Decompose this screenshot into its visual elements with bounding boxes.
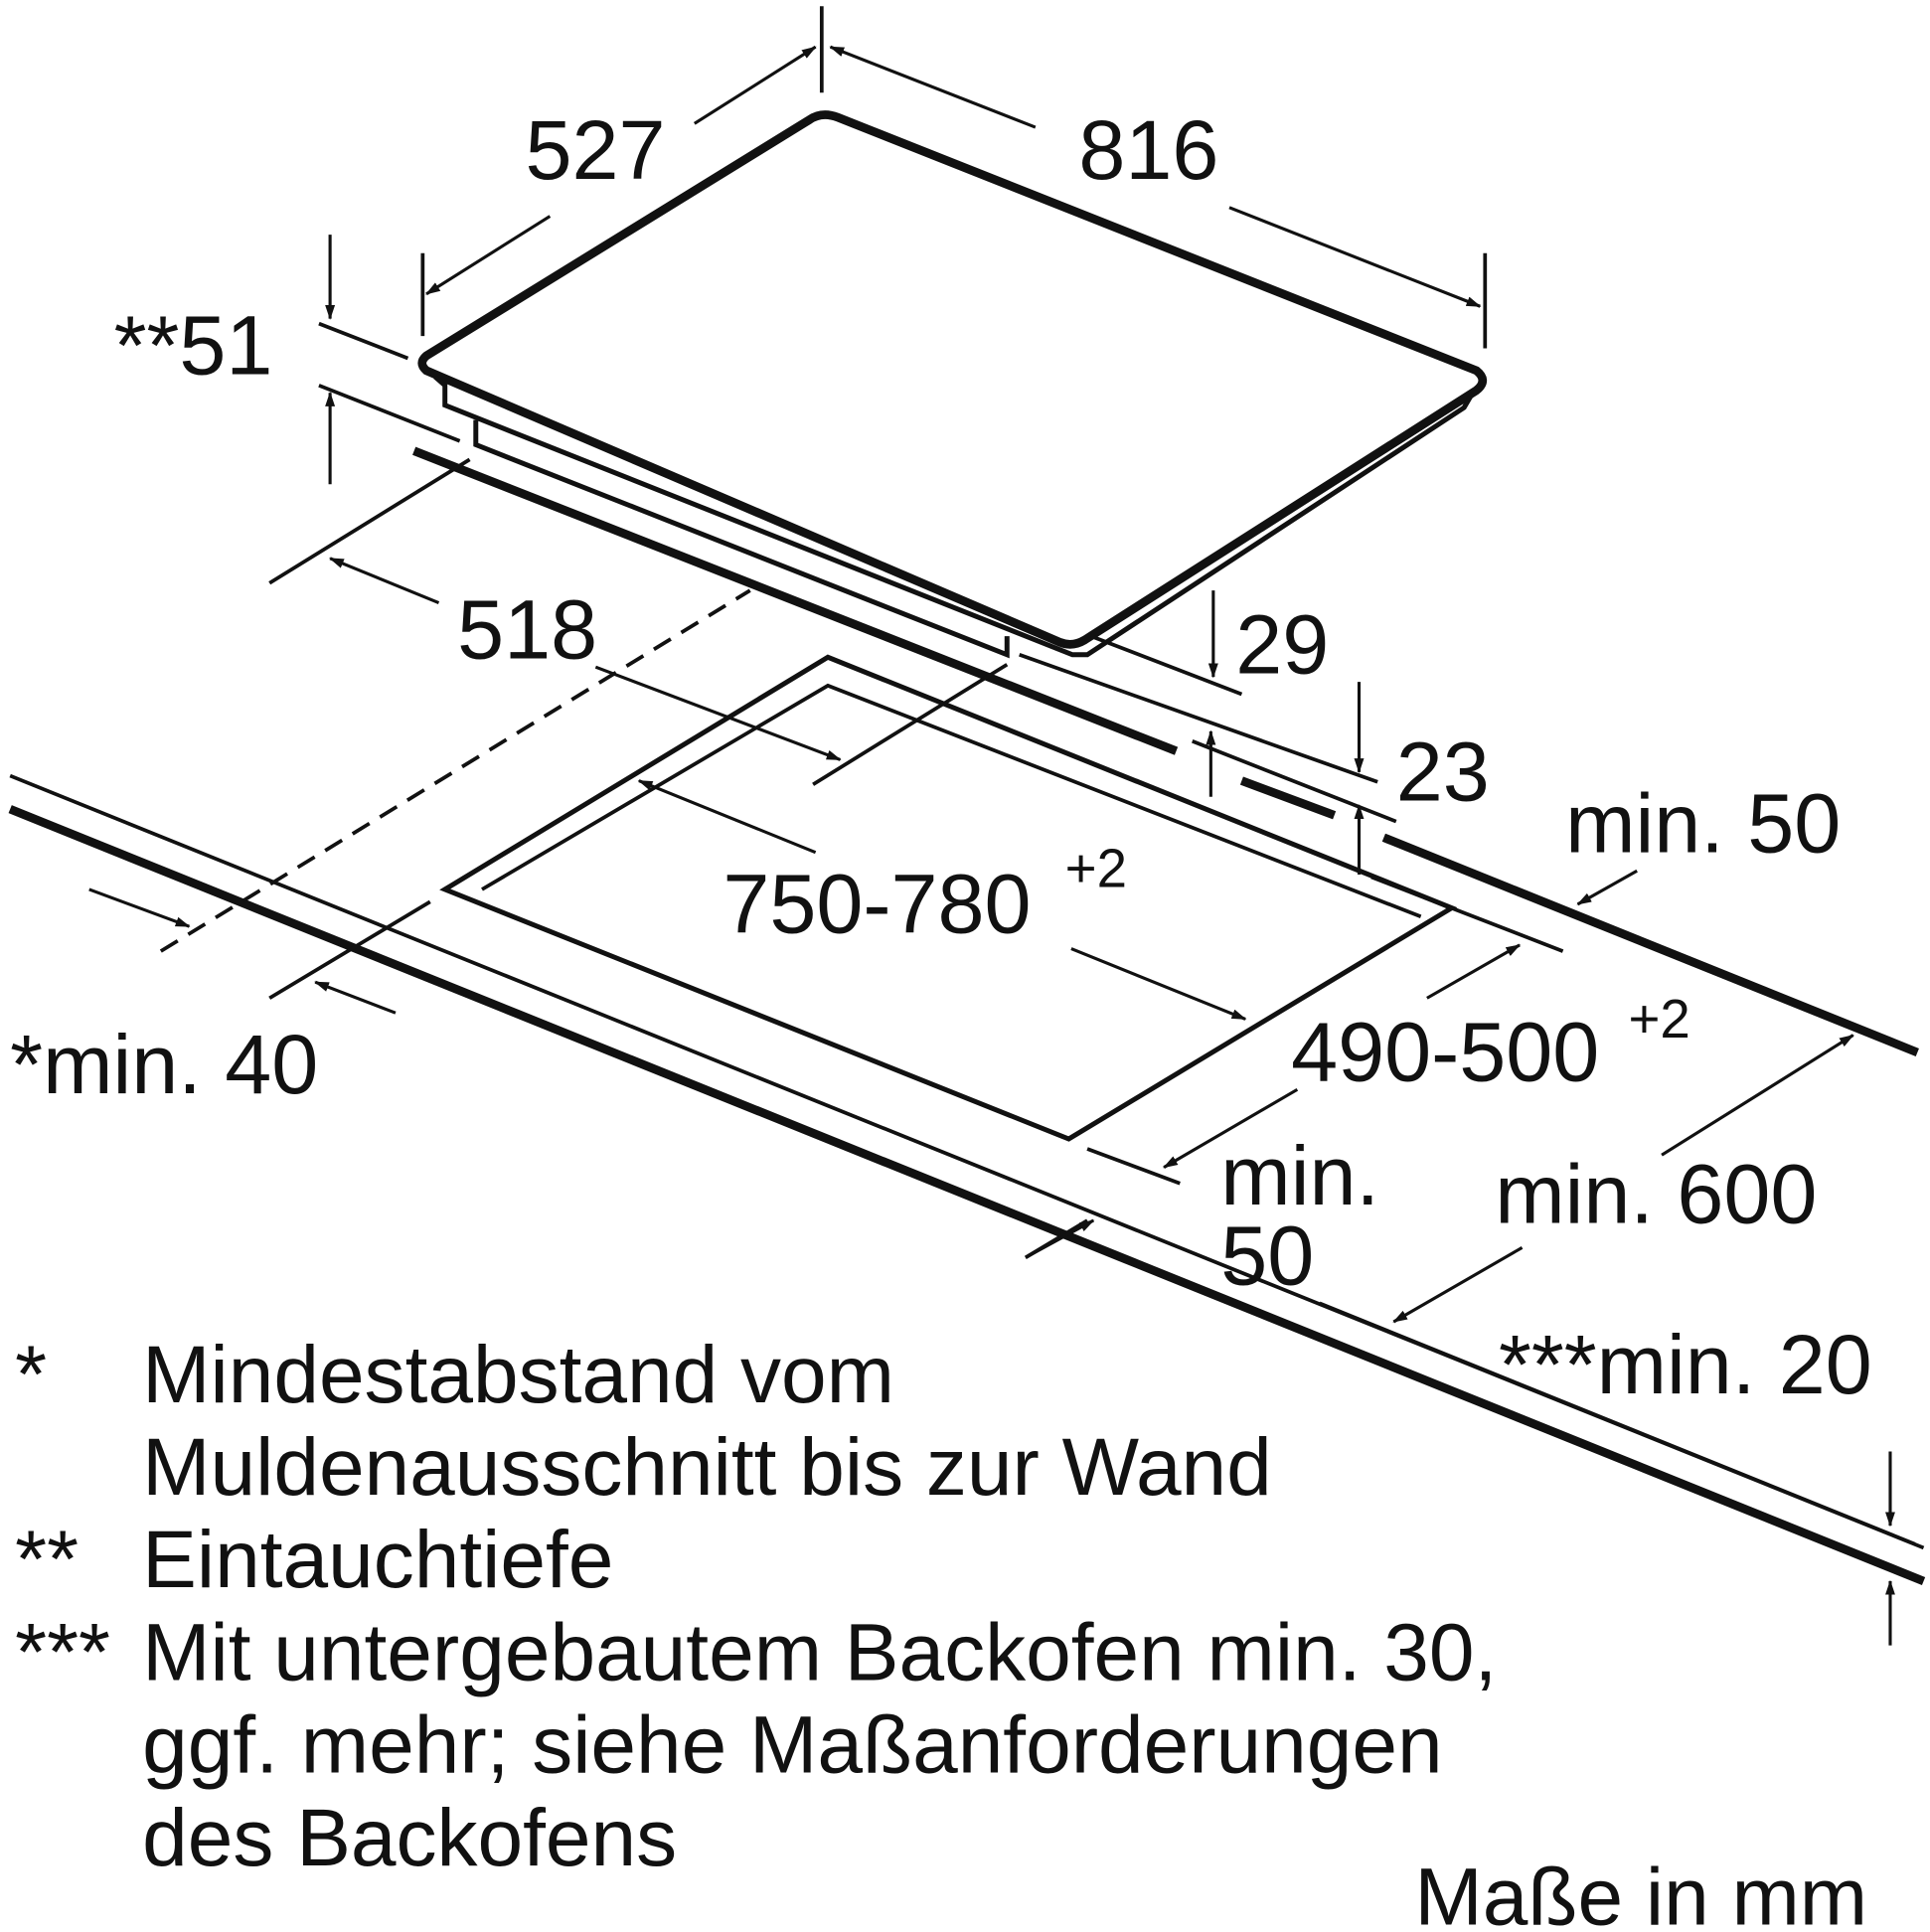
footnote-marker: * [15, 1330, 47, 1420]
footnote-text: Muldenausschnitt bis zur Wand [142, 1422, 1272, 1513]
dim-cutout-width-tolerance: +2 [1065, 837, 1127, 898]
footnotes: * Mindestabstand vom Muldenausschnitt bi… [15, 1330, 1497, 1883]
dimension-lines [88, 6, 1916, 1646]
dim-min-worktop-depth: min. 600 [1495, 1147, 1817, 1241]
footnote-marker: ** [15, 1515, 79, 1605]
footnote-text: Eintauchtiefe [142, 1515, 613, 1605]
dim-hob-width: 816 [1078, 102, 1218, 197]
dim-cutout-depth-tolerance: +2 [1628, 988, 1689, 1049]
dim-min-back: min. 50 [1565, 776, 1841, 871]
dim-immersion-depth: **51 [114, 298, 273, 393]
dim-min-front-2: 50 [1220, 1208, 1314, 1303]
footnote-text: Mit untergebautem Backofen min. 30, [142, 1607, 1497, 1697]
dim-worktop-step: 23 [1396, 724, 1490, 818]
footnote-text: ggf. mehr; siehe Maßanforderungen [142, 1700, 1442, 1791]
dim-hob-inner-depth: 518 [457, 582, 597, 677]
footnote-text: Mindestabstand vom [142, 1330, 894, 1420]
footnote-text: des Backofens [142, 1793, 677, 1883]
units-note: Maße in mm [1414, 1852, 1867, 1932]
dim-cutout-depth: 490-500 [1291, 1005, 1599, 1099]
footnote-marker: *** [15, 1607, 110, 1697]
dim-min-front-1: min. [1220, 1128, 1379, 1222]
dim-hob-depth: 527 [526, 102, 666, 197]
dim-min-worktop-thickness: ***min. 20 [1499, 1317, 1872, 1411]
dim-min-wall: *min. 40 [10, 1017, 318, 1111]
dim-hob-height: 29 [1235, 596, 1329, 691]
dim-cutout-width: 750-780 [723, 856, 1031, 950]
hob [417, 110, 1488, 659]
